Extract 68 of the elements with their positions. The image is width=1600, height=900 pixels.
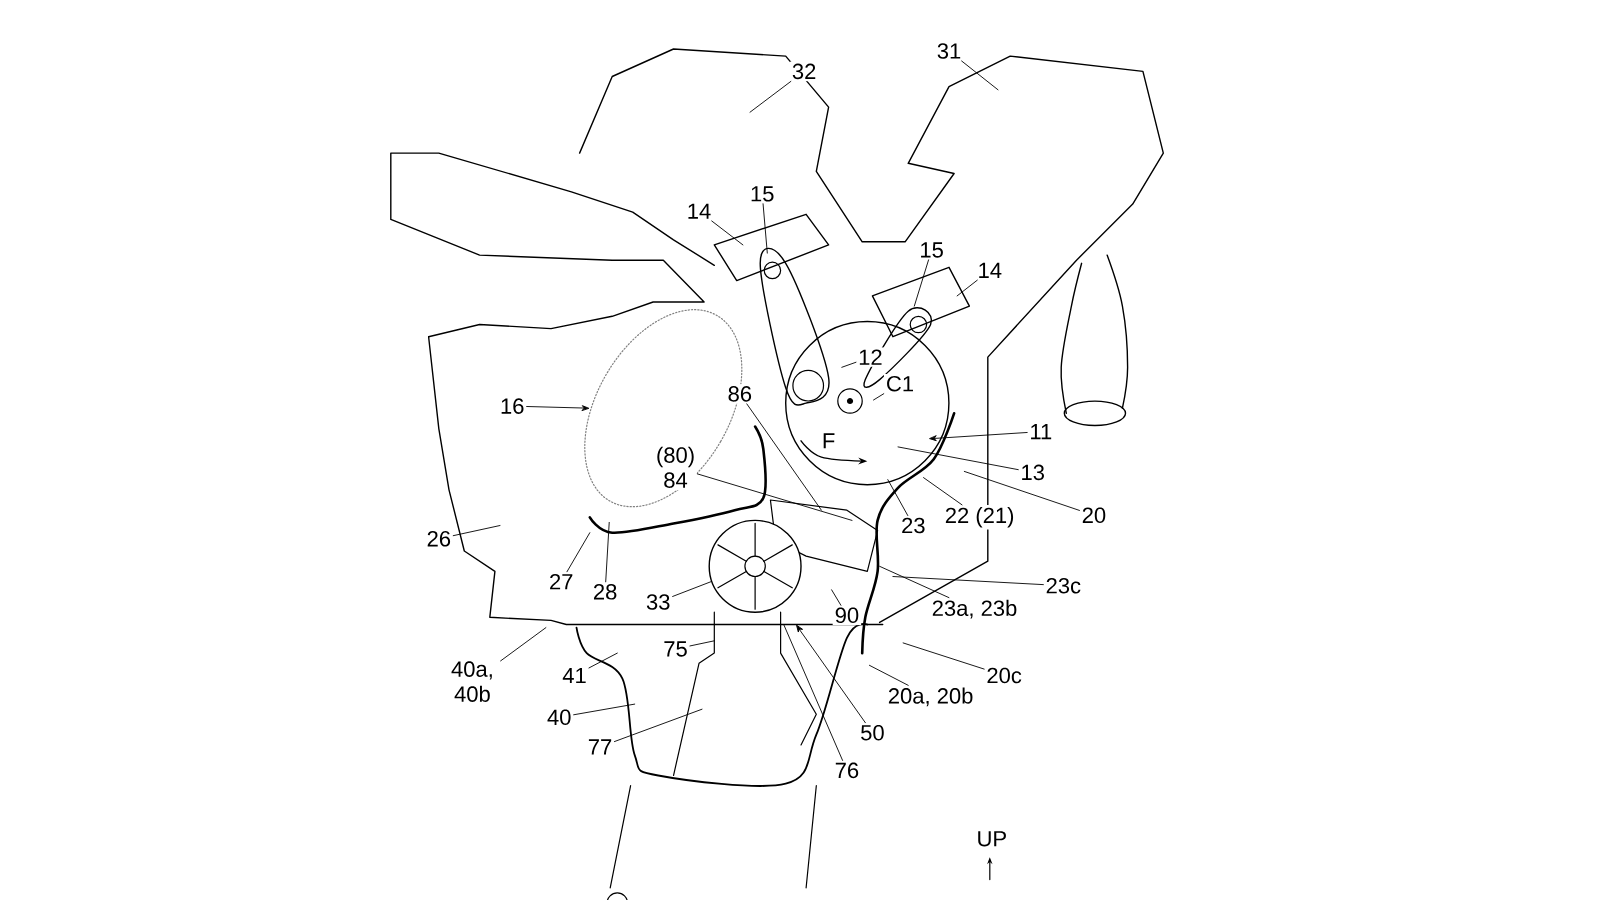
reference-numeral: 20a, 20b	[885, 685, 976, 709]
leader-line	[963, 470, 1080, 511]
leader-line	[956, 279, 978, 297]
leader-line	[783, 624, 844, 761]
reference-numeral: 13	[1018, 462, 1047, 483]
reference-numeral: 31	[934, 41, 964, 61]
reference-numeral: 23	[899, 515, 928, 536]
label-text: UP	[978, 831, 1006, 847]
reference-numeral: 20	[1079, 505, 1109, 526]
reference-numeral: 11	[1027, 422, 1055, 442]
reference-numeral: 40a, 40b	[444, 659, 501, 704]
reference-numeral: 41	[560, 665, 589, 686]
reference-numeral: 50	[858, 722, 887, 743]
leader-line	[892, 576, 1044, 586]
leader-line	[913, 259, 930, 307]
leader-line	[961, 60, 999, 91]
leader-line	[588, 652, 618, 669]
reference-numeral: 23a, 23b	[929, 597, 1020, 621]
leader-line	[868, 664, 909, 686]
leader-line	[746, 403, 822, 511]
leader-line	[923, 477, 963, 506]
node-label: (80)	[657, 446, 694, 468]
reference-numeral: C1	[883, 373, 917, 394]
reference-numeral: 15	[748, 184, 777, 204]
leader-line	[689, 640, 715, 647]
reference-numeral: 22 (21)	[942, 505, 1017, 530]
reference-numeral: (80) 84	[653, 444, 698, 490]
reference-numeral: 33	[643, 592, 673, 612]
reference-numeral: 76	[832, 760, 862, 781]
leader-line	[929, 432, 1028, 442]
leader-line	[696, 473, 853, 521]
leader-line	[605, 521, 610, 583]
reference-numeral: 90	[832, 605, 862, 626]
reference-numeral: 15	[917, 240, 946, 260]
leader-line	[831, 589, 842, 606]
leader-line	[500, 627, 547, 662]
reference-numeral: 40	[545, 707, 574, 728]
reference-numeral: 20c	[984, 665, 1024, 686]
leader-line	[614, 708, 703, 743]
reference-numeral: 16	[497, 396, 527, 416]
label-text: F	[823, 433, 835, 449]
leader-line	[796, 625, 866, 724]
reference-numeral: 23c	[1043, 575, 1084, 596]
reference-numeral: 86	[725, 384, 755, 404]
leader-line	[566, 532, 591, 573]
leader-line	[897, 446, 1019, 471]
reference-numeral: 14	[975, 260, 1005, 280]
leader-line	[762, 203, 768, 254]
reference-numeral: 75	[661, 639, 690, 659]
reference-numeral: 14	[684, 201, 714, 221]
leader-line	[672, 581, 712, 597]
reference-numeral: 77	[585, 737, 615, 757]
leader-line	[887, 479, 909, 516]
node-label: 84	[664, 472, 688, 488]
leader-line	[452, 525, 501, 537]
leader-line	[873, 393, 885, 401]
leader-line	[526, 405, 589, 411]
leader-line	[711, 220, 744, 246]
leader-line	[879, 565, 950, 599]
reference-numeral: 12	[856, 347, 885, 367]
leader-line	[902, 642, 985, 670]
leader-line	[573, 703, 636, 716]
reference-numeral: 26	[424, 529, 454, 549]
reference-numeral: 28	[590, 582, 620, 602]
reference-numeral: 32	[789, 61, 819, 82]
reference-numeral: 27	[547, 571, 576, 592]
leader-line	[749, 80, 792, 113]
leader-line	[841, 361, 857, 368]
